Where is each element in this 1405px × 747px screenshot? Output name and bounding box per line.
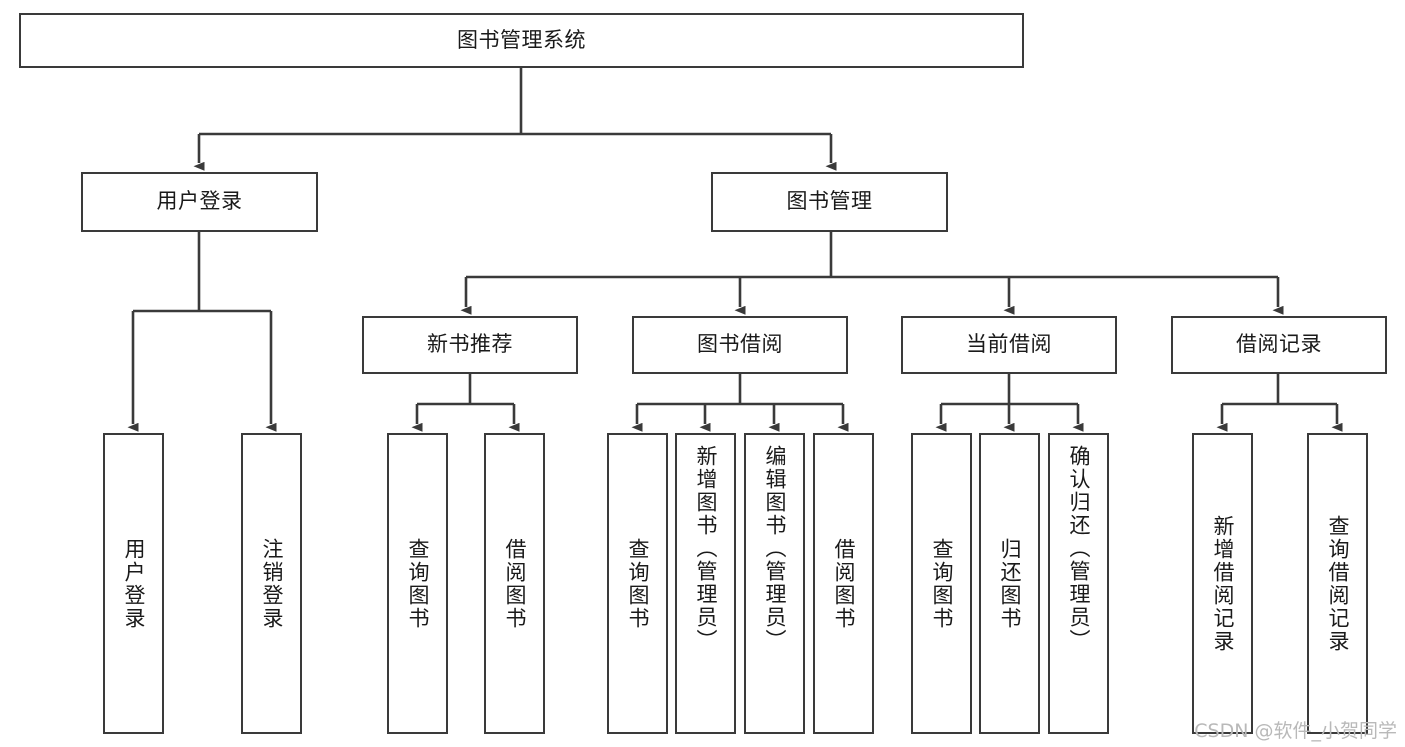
node-leaf-user-login-label: 用户登录 xyxy=(122,537,146,630)
node-leaf-return-book[interactable]: 归还图书 xyxy=(979,433,1040,734)
node-leaf-add-borrow-record[interactable]: 新增借阅记录 xyxy=(1192,433,1253,734)
node-root-label: 图书管理系统 xyxy=(457,27,586,52)
node-leaf-query-book-1[interactable]: 查询图书 xyxy=(387,433,448,734)
node-book-borrow[interactable]: 图书借阅 xyxy=(632,316,848,374)
node-new-book-recommend-label: 新书推荐 xyxy=(427,332,513,357)
node-root[interactable]: 图书管理系统 xyxy=(19,13,1024,68)
node-leaf-logout[interactable]: 注销登录 xyxy=(241,433,302,734)
node-current-borrow-label: 当前借阅 xyxy=(966,332,1052,357)
node-leaf-add-borrow-record-label: 新增借阅记录 xyxy=(1211,514,1235,653)
node-leaf-borrow-book-1[interactable]: 借阅图书 xyxy=(484,433,545,734)
node-leaf-edit-book-admin[interactable]: 编辑图书（管理员） xyxy=(744,433,805,734)
node-leaf-query-book-3[interactable]: 查询图书 xyxy=(911,433,972,734)
node-leaf-query-borrow-record[interactable]: 查询借阅记录 xyxy=(1307,433,1368,734)
node-leaf-query-book-3-label: 查询图书 xyxy=(930,537,954,630)
node-leaf-query-borrow-record-label: 查询借阅记录 xyxy=(1326,514,1350,653)
node-book-management[interactable]: 图书管理 xyxy=(711,172,948,232)
node-leaf-return-book-label: 归还图书 xyxy=(998,537,1022,630)
node-leaf-query-book-2[interactable]: 查询图书 xyxy=(607,433,668,734)
node-book-management-label: 图书管理 xyxy=(786,189,873,214)
node-book-borrow-label: 图书借阅 xyxy=(697,332,783,357)
node-leaf-query-book-2-label: 查询图书 xyxy=(626,537,650,630)
node-leaf-logout-label: 注销登录 xyxy=(260,537,284,630)
node-leaf-add-book-admin-label: 新增图书（管理员） xyxy=(694,445,718,652)
node-leaf-edit-book-admin-label: 编辑图书（管理员） xyxy=(763,445,787,652)
node-borrow-record-label: 借阅记录 xyxy=(1236,332,1322,357)
node-leaf-borrow-book-1-label: 借阅图书 xyxy=(503,537,527,630)
node-new-book-recommend[interactable]: 新书推荐 xyxy=(362,316,578,374)
node-leaf-borrow-book-2-label: 借阅图书 xyxy=(832,537,856,630)
node-borrow-record[interactable]: 借阅记录 xyxy=(1171,316,1387,374)
node-leaf-query-book-1-label: 查询图书 xyxy=(406,537,430,630)
node-leaf-user-login[interactable]: 用户登录 xyxy=(103,433,164,734)
node-leaf-confirm-return-admin-label: 确认归还（管理员） xyxy=(1067,445,1091,652)
node-leaf-add-book-admin[interactable]: 新增图书（管理员） xyxy=(675,433,736,734)
node-current-borrow[interactable]: 当前借阅 xyxy=(901,316,1117,374)
node-user-login[interactable]: 用户登录 xyxy=(81,172,318,232)
node-user-login-label: 用户登录 xyxy=(156,189,243,214)
node-leaf-confirm-return-admin[interactable]: 确认归还（管理员） xyxy=(1048,433,1109,734)
node-leaf-borrow-book-2[interactable]: 借阅图书 xyxy=(813,433,874,734)
